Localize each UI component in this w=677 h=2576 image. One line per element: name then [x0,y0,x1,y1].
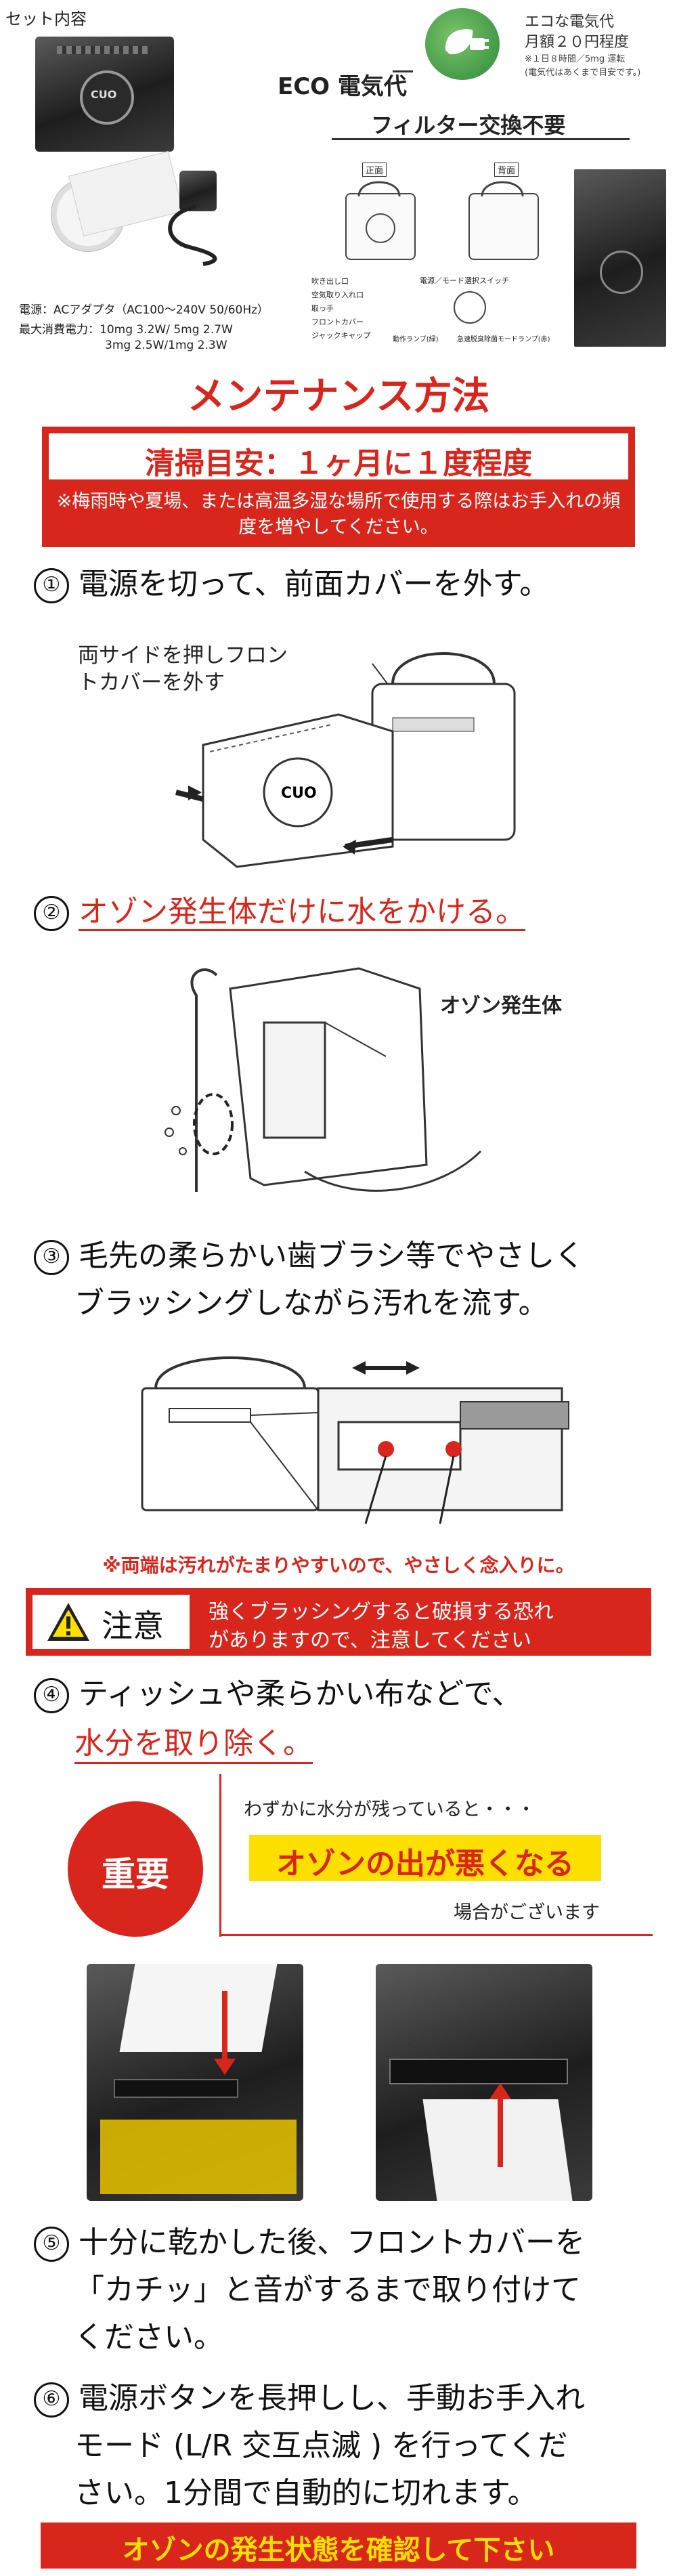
step-6-text-3: さい。1分間で自動的に切れます。 [74,2476,538,2510]
step-1-number: ① [34,568,69,603]
part-5: ジャックキャップ [311,331,371,340]
front-label: 正面 [362,163,387,177]
step-1-heading: ① 電源を切って、前面カバーを外す。 [34,559,549,603]
filter-label: フィルター交換不要 [371,112,566,138]
step-6-text-2: モード (L/R 交互点滅 ) を行ってくだ [74,2428,568,2463]
switch-icon [454,291,486,324]
eco-title: ECO 電気代 [278,73,407,100]
part-1: 吹き出し口 [311,277,349,286]
set-contents-label: セット内容 [5,9,87,28]
caution-box: 注意 強くブラッシングすると破損する恐れ がありますので、注意してください [26,1588,651,1656]
eco-underline [393,70,413,72]
part-4: フロントカバー [311,318,364,326]
lamp-red-label: 急速脱臭除菌モードランプ(赤) [457,336,550,343]
step-5-text-1: 十分に乾かした後、フロントカバーを [79,2225,585,2260]
warning-icon [47,1603,89,1641]
step-3-number: ③ [34,1240,69,1275]
tissue-photo-2 [376,1964,592,2201]
maintenance-title: メンテナンス方法 [187,374,490,418]
product-logo: CUO [91,88,117,101]
ac-adapter [179,171,217,211]
step-2-callout: オゾン発生体 [440,994,562,1018]
eco-badge-line2: 月額２０円程度 [525,34,630,51]
part-list: 吹き出し口 空気取り入れ口 取っ手 フロントカバー ジャックキャップ [311,275,370,343]
step-1-text: 電源を切って、前面カバーを外す。 [79,567,550,601]
step-5-heading: ⑤ 十分に乾かした後、フロントカバーを [34,2218,585,2262]
cleaning-note: ※梅雨時や夏場、または高温多湿な場所で使用する際はお手入れの頻度を増やしてくださ… [56,491,621,538]
filter-underline [332,138,630,140]
eco-badge-note1: ※１日８時間／5mg 運転 [525,54,626,64]
step-5-text-3: ください。 [74,2320,223,2355]
step-1-illustration: CUO [175,652,516,868]
step-1-callout: 両サイドを押しフロントカバーを外す [78,643,288,695]
spec-consumption-2: 3mg 2.5W/1mg 2.3W [105,339,227,352]
back-label: 背面 [494,163,519,177]
part-2: 空気取り入れ口 [311,291,364,299]
important-highlight: オゾンの出が悪くなる [276,1847,574,1881]
product-image: CUO [35,37,174,152]
step-5-number: ⑤ [34,2227,69,2262]
spec-power: 電源：ACアダプタ（AC100〜240V 50/60Hz） [19,303,269,317]
footer-banner: オゾンの発生状態を確認して下さい [41,2523,636,2569]
step-3-note: ※両端は汚れがたまりやすいので、やさしく念入りに。 [102,1554,575,1576]
caution-text-1: 強くブラッシングすると破損する恐れ [209,1600,554,1624]
step-6-heading: ⑥ 電源ボタンを長押しし、手動お手入れ [34,2374,585,2418]
adapter-cable [168,205,217,266]
lamp-green-label: 動作ランプ(緑) [393,336,439,343]
step-4-text-2: 水分を取り除く。 [74,1719,313,1764]
important-section: 重要 わずかに水分が残っていると・・・ オゾンの出が悪くなる 場合がございます [68,1774,653,1937]
eco-badge-note2: (電気代はあくまで目安です。) [525,68,641,78]
product-box-photo [574,169,666,347]
step-3-text-2: ブラッシングしながら汚れを流す。 [74,1286,548,1321]
svg-text:CUO: CUO [281,785,317,802]
important-line-3: 場合がございます [454,1902,600,1923]
eco-plug-icon [425,8,500,80]
switch-label: 電源／モード選択スイッチ [420,276,509,285]
product-diagram: 正面 背面 吹き出し口 空気取り入れ口 取っ手 フロントカバー ジャックキャップ… [311,163,569,359]
step-6-text-1: 電源ボタンを長押しし、手動お手入れ [79,2381,585,2416]
step-3-text-1: 毛先の柔らかい歯ブラシ等でやさしく [79,1239,585,1273]
important-label: 重要 [102,1855,169,1894]
step-4-text-1: ティッシュや柔らかい布などで、 [79,1677,522,1711]
spec-consumption: 最大消費電力：10mg 3.2W/ 5mg 2.7W [19,323,233,337]
caution-text-2: がありますので、注意してください [209,1629,531,1652]
step-5-text-2: 「カチッ」と音がするまで取り付けて [74,2273,581,2307]
cleaning-guide: 清掃目安：１ヶ月に１度程度 [145,446,532,481]
step-2-illustration [165,967,482,1192]
step-2-number: ② [34,896,69,931]
step-6-number: ⑥ [34,2382,69,2418]
step-4-number: ④ [34,1678,69,1713]
caution-label: 注意 [102,1608,164,1644]
step-3-illustration [141,1356,569,1524]
step-2-heading: ② オゾン発生体だけに水をかける。 [34,887,525,931]
cleaning-guide-box: 清掃目安：１ヶ月に１度程度 ※梅雨時や夏場、または高温多湿な場所で使用する際はお… [42,427,635,547]
step-2-text: オゾン発生体だけに水をかける。 [79,895,525,931]
eco-badge-line1: エコな電気代 [525,14,615,30]
tissue-photo-1 [87,1964,303,2201]
footer-banner-text: オゾンの発生状態を確認して下さい [122,2535,555,2566]
step-4-heading: ④ ティッシュや柔らかい布などで、 [34,1669,522,1713]
important-line-1: わずかに水分が残っていると・・・ [244,1799,536,1820]
step-3-heading: ③ 毛先の柔らかい歯ブラシ等でやさしく [34,1231,584,1275]
part-3: 取っ手 [311,304,334,313]
